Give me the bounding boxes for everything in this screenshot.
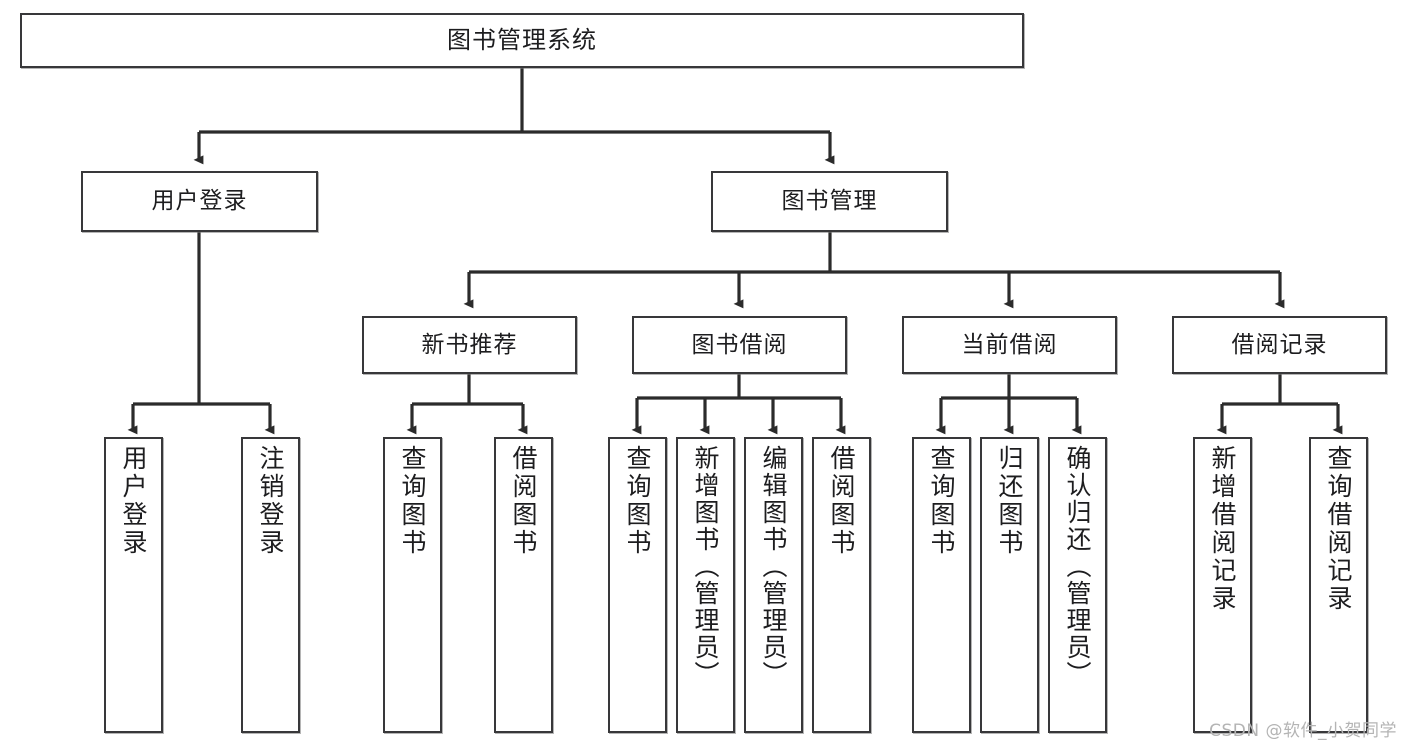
node-label: 用户登录	[119, 445, 148, 557]
leaf-add-borrow-record[interactable]: 新增借阅记录	[1193, 437, 1252, 733]
node-label: 借阅图书	[509, 445, 538, 557]
node-label: 图书管理系统	[447, 25, 597, 54]
leaf-add-book-admin[interactable]: 新增图书（管理员）	[676, 437, 735, 733]
node-label: 图书借阅	[691, 331, 788, 358]
leaf-borrow-book[interactable]: 借阅图书	[812, 437, 871, 733]
leaf-query-book-current[interactable]: 查询图书	[912, 437, 971, 733]
node-label: 借阅图书	[827, 445, 856, 557]
leaf-borrow-book-recommend[interactable]: 借阅图书	[494, 437, 553, 733]
node-label: 当前借阅	[961, 331, 1058, 358]
node-label: 查询图书	[623, 445, 652, 557]
leaf-query-borrow-record[interactable]: 查询借阅记录	[1309, 437, 1368, 733]
leaf-confirm-return-admin[interactable]: 确认归还（管理员）	[1048, 437, 1107, 733]
leaf-user-login[interactable]: 用户登录	[104, 437, 163, 733]
leaf-logout[interactable]: 注销登录	[241, 437, 300, 733]
node-borrow-record[interactable]: 借阅记录	[1172, 316, 1387, 374]
csdn-watermark: CSDN @软件_小贺同学	[1209, 721, 1397, 741]
node-user-login[interactable]: 用户登录	[81, 171, 318, 232]
node-label: 查询借阅记录	[1324, 445, 1353, 613]
leaf-query-book-borrow[interactable]: 查询图书	[608, 437, 667, 733]
node-label: 归还图书	[995, 445, 1024, 557]
node-label: 编辑图书（管理员）	[759, 445, 788, 688]
node-new-book-recommend[interactable]: 新书推荐	[362, 316, 577, 374]
node-book-borrow[interactable]: 图书借阅	[632, 316, 847, 374]
node-label: 注销登录	[256, 445, 285, 557]
node-root-book-management-system[interactable]: 图书管理系统	[20, 13, 1024, 68]
node-label: 新书推荐	[421, 331, 518, 358]
node-label: 查询图书	[927, 445, 956, 557]
node-label: 新增借阅记录	[1208, 445, 1237, 613]
leaf-query-book-recommend[interactable]: 查询图书	[383, 437, 442, 733]
node-book-management[interactable]: 图书管理	[711, 171, 948, 232]
leaf-return-book[interactable]: 归还图书	[980, 437, 1039, 733]
node-label: 借阅记录	[1231, 331, 1328, 358]
node-label: 用户登录	[151, 188, 248, 215]
node-label: 新增图书（管理员）	[691, 445, 720, 688]
leaf-edit-book-admin[interactable]: 编辑图书（管理员）	[744, 437, 803, 733]
node-current-borrow[interactable]: 当前借阅	[902, 316, 1117, 374]
node-label: 图书管理	[781, 188, 878, 215]
node-label: 查询图书	[398, 445, 427, 557]
node-label: 确认归还（管理员）	[1063, 445, 1092, 688]
